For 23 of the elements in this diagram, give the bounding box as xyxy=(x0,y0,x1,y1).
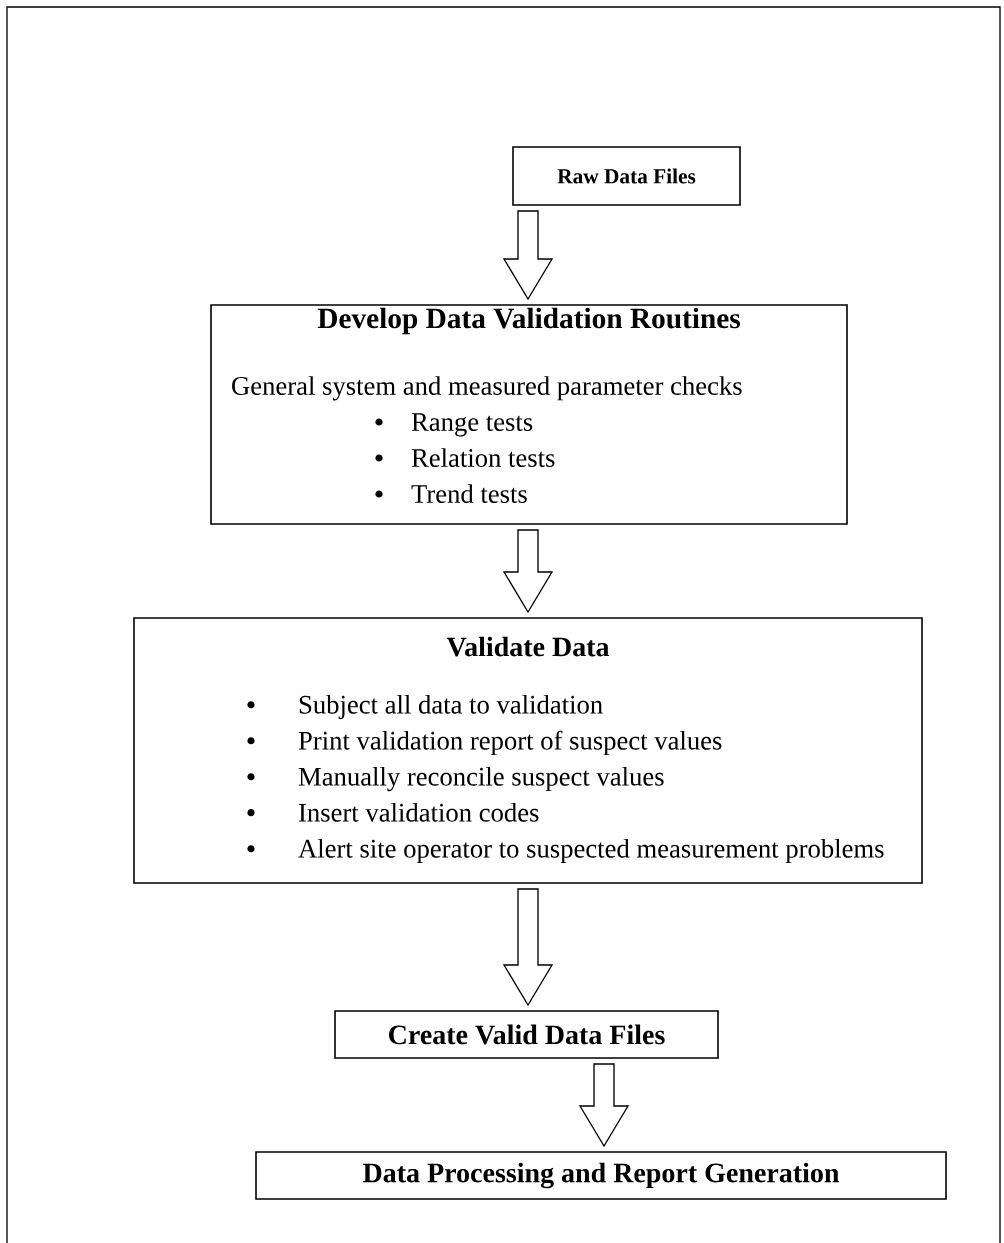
bullet-item: Trend tests xyxy=(375,484,527,503)
process-box xyxy=(255,1151,947,1200)
process-box xyxy=(334,1010,719,1059)
bullet-item: Range tests xyxy=(375,413,533,437)
box-title: Raw Data Files xyxy=(557,168,696,184)
block-arrow xyxy=(502,210,554,301)
box-title: Develop Data Validation Routines xyxy=(317,307,740,335)
bullet-item: Print validation report of suspect values xyxy=(247,730,722,756)
box-title: Data Processing and Report Generation xyxy=(363,1162,840,1189)
process-box xyxy=(512,146,741,206)
bullet-item: Insert validation codes xyxy=(247,802,539,822)
box-title: Create Valid Data Files xyxy=(389,1024,665,1045)
bullet-item: Manually reconcile suspect values xyxy=(247,766,664,792)
box-title: Validate Data xyxy=(446,636,610,657)
bullet-item: Subject all data to validation xyxy=(247,694,603,720)
block-arrow xyxy=(502,888,554,1007)
process-box xyxy=(133,617,923,884)
description-text: General system and measured parameter checks xyxy=(232,376,742,401)
bullet-item: Relation tests xyxy=(375,448,555,467)
process-box xyxy=(210,304,848,525)
block-arrow xyxy=(502,529,554,614)
bullet-item: Alert site operator to suspected measurement problems xyxy=(247,838,884,864)
block-arrow xyxy=(578,1063,630,1148)
